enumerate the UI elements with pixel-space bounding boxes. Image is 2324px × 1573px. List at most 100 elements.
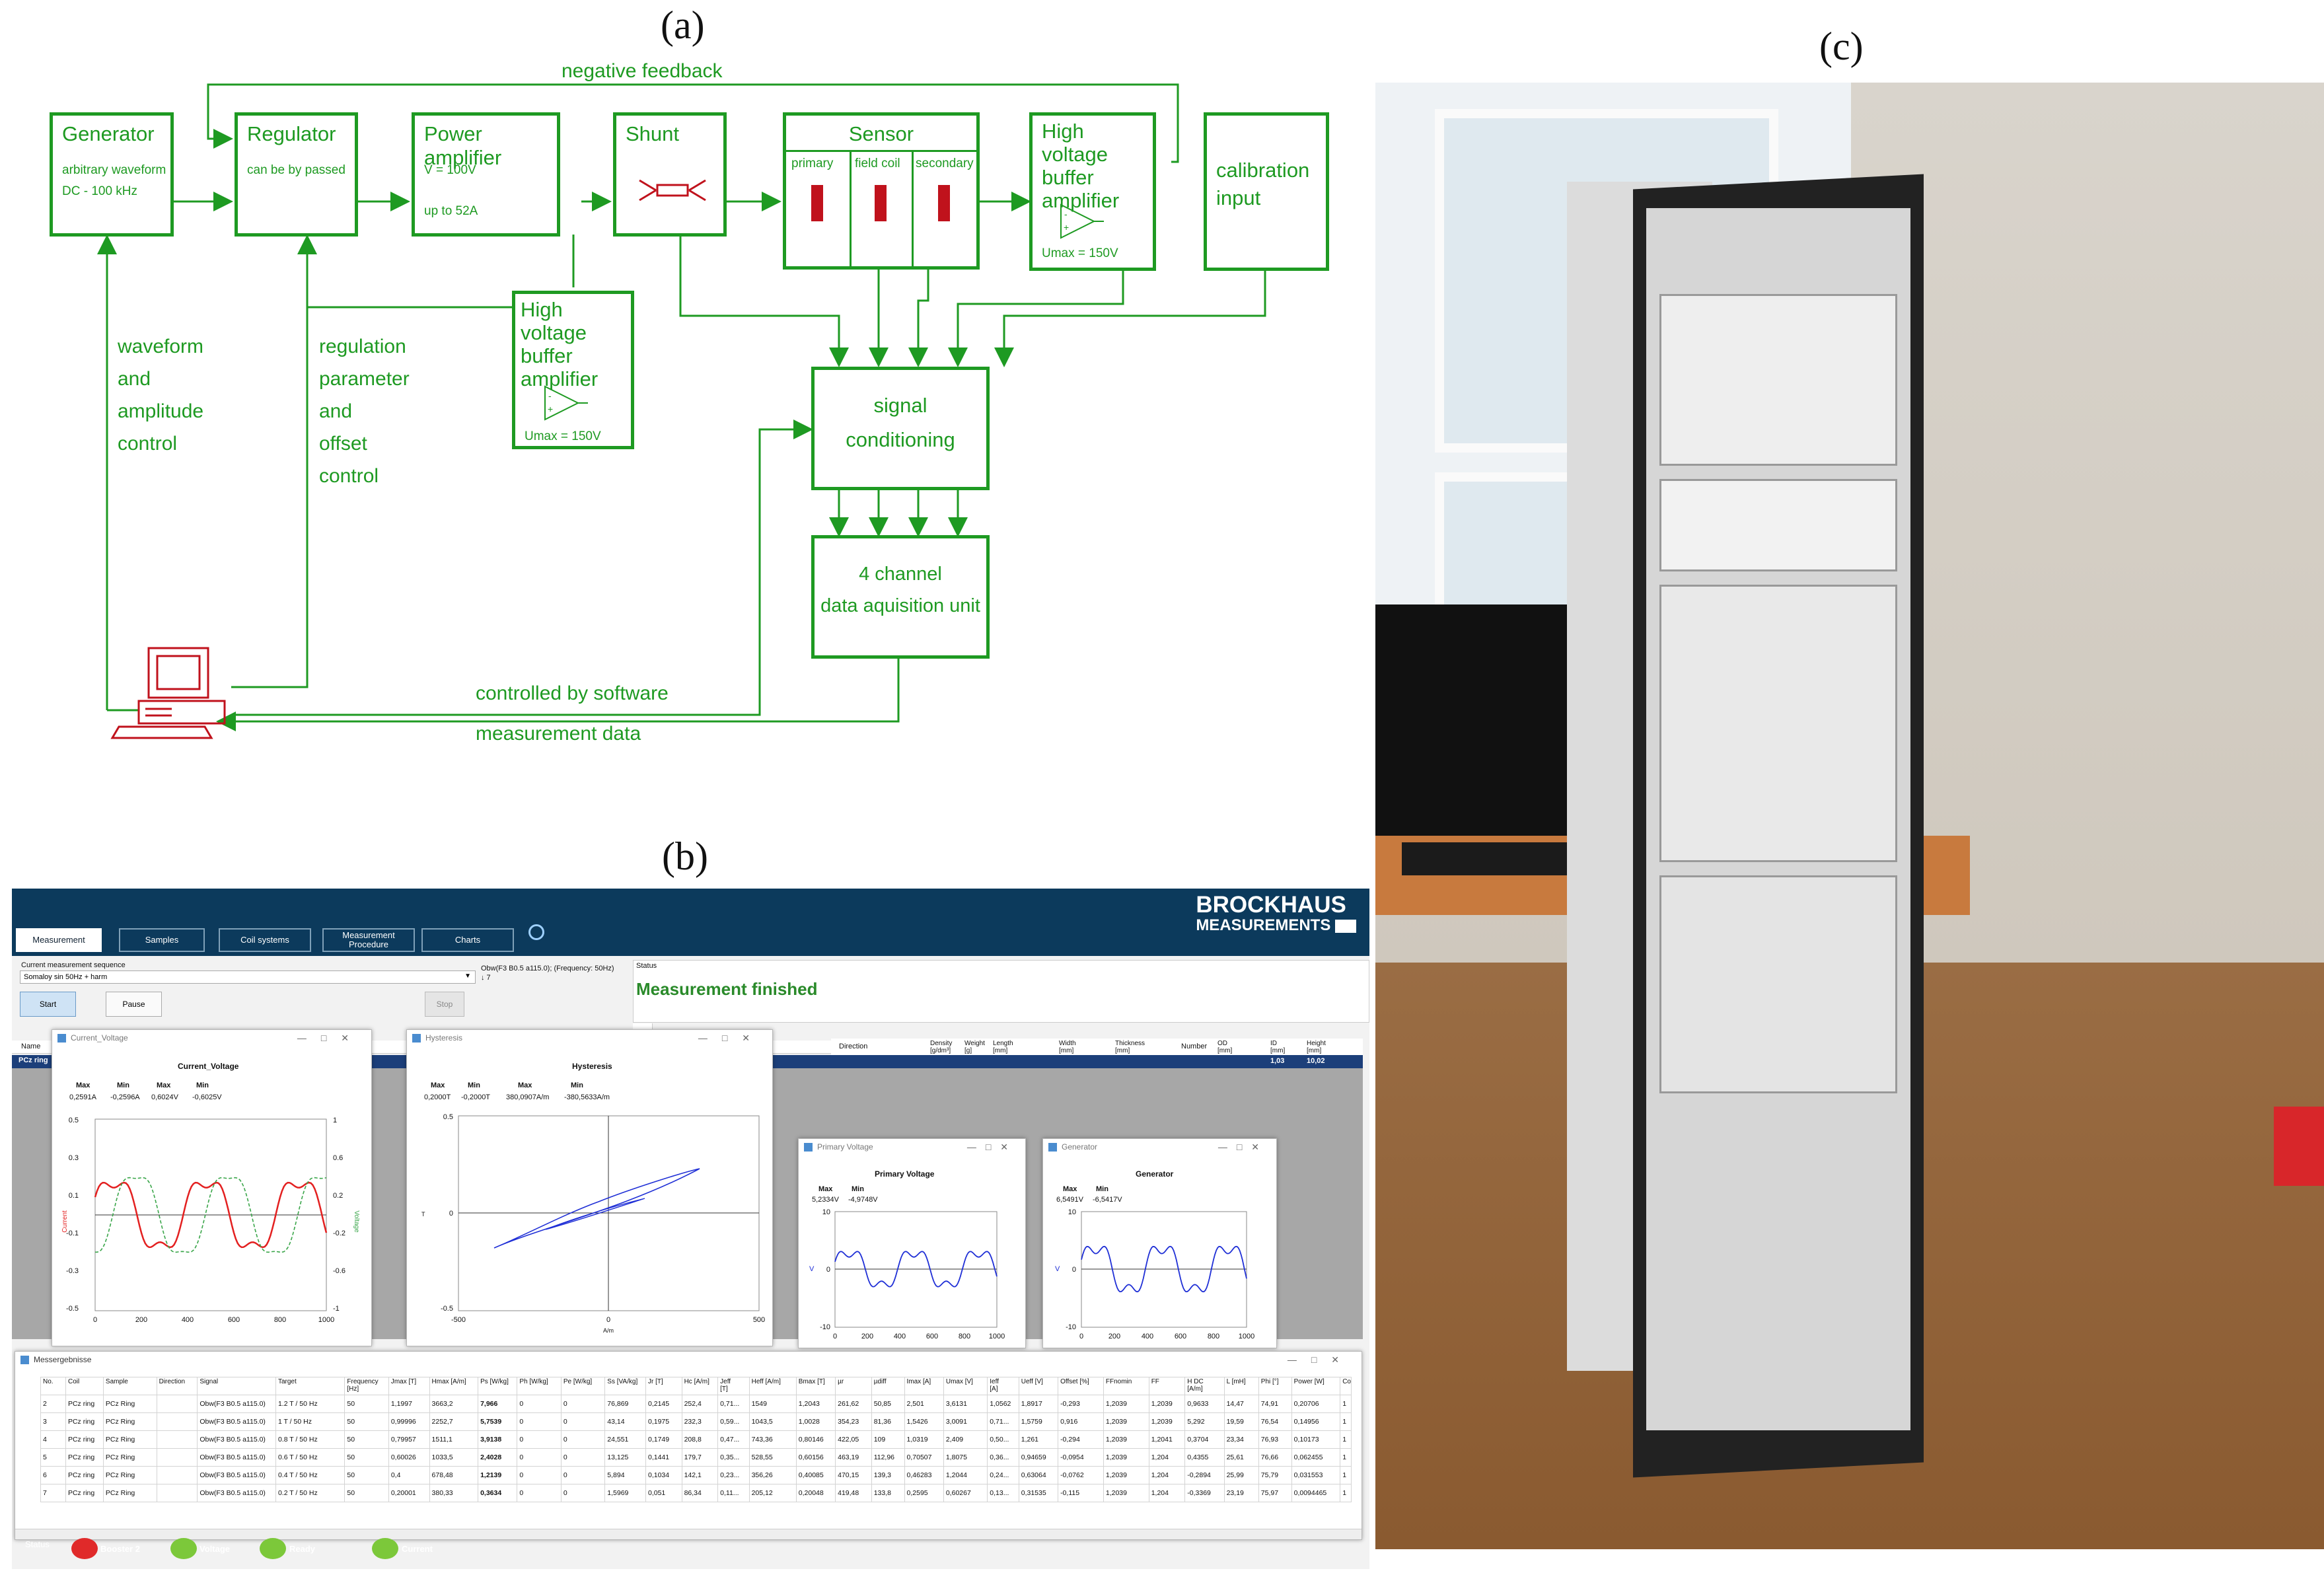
svg-text:0.1: 0.1	[69, 1192, 79, 1200]
results-col-header[interactable]: Ps [W/kg]	[478, 1377, 518, 1395]
results-col-header[interactable]: Ueff [V]	[1018, 1377, 1059, 1395]
results-col-header[interactable]: Signal	[197, 1377, 276, 1395]
svg-text:0: 0	[833, 1333, 837, 1340]
booster-label: Booster 2	[100, 1544, 140, 1554]
table-cell: 0	[560, 1484, 606, 1502]
svg-text:-10: -10	[820, 1323, 830, 1331]
window-controls[interactable]: —□✕	[297, 1033, 363, 1043]
window-titlebar[interactable]: Generator—□✕	[1043, 1139, 1276, 1156]
grid-height-value: 10,02	[1307, 1057, 1325, 1065]
results-col-header[interactable]: Ieff [A]	[987, 1377, 1019, 1395]
svg-text:-: -	[548, 390, 552, 401]
results-col-header[interactable]: Direction	[156, 1377, 198, 1395]
table-cell: 1549	[748, 1395, 797, 1413]
hv-mid-title-2: buffer	[521, 344, 573, 367]
pause-button[interactable]: Pause	[106, 992, 162, 1017]
hv-mid-title-1: High voltage	[521, 298, 587, 344]
table-cell: 1,8075	[943, 1448, 988, 1467]
window-titlebar[interactable]: Hysteresis—□✕	[407, 1030, 772, 1047]
table-cell: 0,60156	[795, 1448, 836, 1467]
window-controls[interactable]: —□✕	[1287, 1354, 1354, 1365]
results-col-header[interactable]: H DC [A/m]	[1184, 1377, 1225, 1395]
diagram-connectors	[97, 83, 1266, 731]
table-cell: PCz Ring	[102, 1395, 157, 1413]
results-col-header[interactable]: Umax [V]	[943, 1377, 988, 1395]
globe-icon[interactable]	[528, 924, 544, 940]
tab-measurement-procedure[interactable]: Measurement Procedure	[322, 928, 415, 952]
tab-charts[interactable]: Charts	[421, 928, 514, 952]
results-col-header[interactable]: Co	[1340, 1377, 1352, 1395]
window-controls[interactable]: —□✕	[966, 1142, 1017, 1152]
stop-button[interactable]: Stop	[425, 992, 464, 1017]
results-col-header[interactable]: FF	[1148, 1377, 1186, 1395]
svg-text:0.2: 0.2	[333, 1192, 343, 1200]
table-cell: 1,1997	[388, 1395, 430, 1413]
results-col-header[interactable]: Imax [A]	[904, 1377, 944, 1395]
sequence-select[interactable]: Somaloy sin 50Hz + harm▼	[20, 970, 476, 984]
tab-samples[interactable]: Samples	[119, 928, 205, 952]
window-titlebar[interactable]: Messergebnisse—□✕	[15, 1352, 1362, 1369]
results-col-header[interactable]: Coil	[65, 1377, 104, 1395]
results-col-header[interactable]: Frequency [Hz]	[344, 1377, 389, 1395]
table-cell: PCz ring	[65, 1395, 104, 1413]
table-cell: 1,261	[1018, 1430, 1059, 1449]
window-titlebar[interactable]: Primary Voltage—□✕	[799, 1139, 1025, 1156]
results-col-header[interactable]: µdiff	[871, 1377, 905, 1395]
start-button[interactable]: Start	[20, 992, 76, 1017]
table-cell: -0,0762	[1058, 1466, 1104, 1484]
table-cell: 0,60026	[388, 1448, 430, 1467]
horizontal-scrollbar[interactable]	[15, 1529, 1362, 1539]
results-col-header[interactable]: Ph [W/kg]	[517, 1377, 562, 1395]
current-label: Current	[402, 1544, 433, 1554]
results-col-header[interactable]: Pe [W/kg]	[560, 1377, 606, 1395]
results-col-header[interactable]: Target	[275, 1377, 345, 1395]
table-cell: 0,10173	[1291, 1430, 1341, 1449]
table-cell: 0,4	[388, 1466, 430, 1484]
table-cell: 0,20048	[795, 1484, 836, 1502]
hysteresis-window[interactable]: Hysteresis—□✕ Hysteresis Max Min Max Min…	[406, 1029, 773, 1346]
table-cell: 5	[40, 1448, 66, 1467]
svg-text:10: 10	[1068, 1208, 1076, 1216]
results-col-header[interactable]: Jeff [T]	[717, 1377, 750, 1395]
results-col-header[interactable]: Phi [°]	[1258, 1377, 1292, 1395]
results-col-header[interactable]: Jmax [T]	[388, 1377, 430, 1395]
results-col-header[interactable]: No.	[40, 1377, 66, 1395]
current-voltage-window[interactable]: Current_Voltage—□✕ Current_Voltage Max M…	[52, 1029, 372, 1346]
results-col-header[interactable]: Jr [T]	[645, 1377, 682, 1395]
window-controls[interactable]: —□✕	[698, 1033, 764, 1043]
table-cell: -0,294	[1058, 1430, 1104, 1449]
results-col-header[interactable]: Ss [VA/kg]	[604, 1377, 646, 1395]
results-col-header[interactable]: Sample	[102, 1377, 157, 1395]
results-col-header[interactable]: Hc [A/m]	[681, 1377, 719, 1395]
svg-text:0.6: 0.6	[333, 1154, 343, 1162]
primary-voltage-window[interactable]: Primary Voltage—□✕ Primary Voltage Max M…	[798, 1138, 1026, 1348]
window-titlebar[interactable]: Current_Voltage—□✕	[52, 1030, 371, 1047]
results-col-header[interactable]: Offset [%]	[1058, 1377, 1104, 1395]
tab-coil-systems[interactable]: Coil systems	[219, 928, 311, 952]
results-col-header[interactable]: L [mH]	[1223, 1377, 1259, 1395]
results-col-header[interactable]: Heff [A/m]	[748, 1377, 797, 1395]
table-cell: -0,3369	[1184, 1484, 1225, 1502]
generator-window[interactable]: Generator—□✕ Generator Max Min 6,5491V -…	[1042, 1138, 1277, 1348]
results-col-header[interactable]: Power [W]	[1291, 1377, 1341, 1395]
generator-line1: arbitrary waveform	[62, 163, 166, 177]
results-col-header[interactable]: Bmax [T]	[795, 1377, 836, 1395]
svg-text:400: 400	[1142, 1333, 1153, 1340]
window-controls[interactable]: —□✕	[1217, 1142, 1268, 1152]
calib-title-2: input	[1216, 186, 1261, 209]
current-led	[372, 1538, 398, 1559]
results-col-header[interactable]: Hmax [A/m]	[429, 1377, 479, 1395]
tab-measurement[interactable]: Measurement	[16, 928, 102, 952]
results-col-header[interactable]: FFnomin	[1103, 1377, 1149, 1395]
table-cell: 0,1441	[645, 1448, 682, 1467]
results-col-header[interactable]: µr	[835, 1377, 872, 1395]
